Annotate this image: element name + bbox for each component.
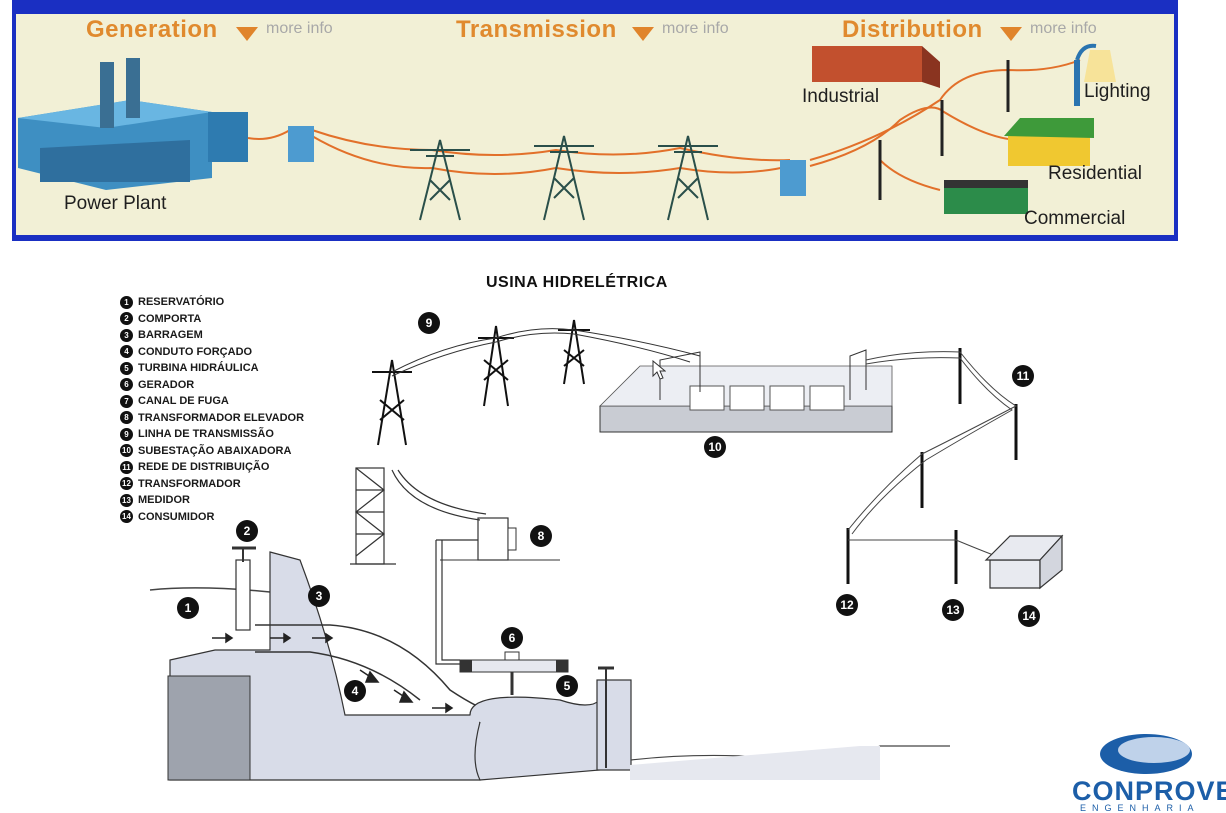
step-up-transformer: [435, 517, 560, 665]
hydro-plant-illustration: [149, 319, 1064, 781]
banner-illustration: [18, 43, 1116, 221]
house-icon: [1004, 118, 1094, 166]
marker-14: 14: [1018, 605, 1040, 627]
transmission-tower-icon: [410, 139, 470, 221]
conprove-logo-icon: [1100, 734, 1192, 774]
mouse-cursor-icon: [652, 360, 666, 380]
more-info-distribution-link[interactable]: more info: [1030, 20, 1097, 37]
marker-2: 2: [236, 520, 258, 542]
stage-generation: Generation: [86, 16, 218, 43]
marker-12: 12: [836, 594, 858, 616]
step-down-transformer-icon: [780, 160, 806, 196]
marker-9: 9: [418, 312, 440, 334]
street-light-icon: [1074, 43, 1116, 106]
gantry-tower: [350, 467, 487, 565]
transmission-tower-icon: [372, 359, 412, 446]
marker-6: 6: [501, 627, 523, 649]
label-lighting: Lighting: [1084, 81, 1151, 102]
logo-name: CONPROVE: [1072, 776, 1226, 806]
marker-8: 8: [530, 525, 552, 547]
consumer-house-icon: [984, 534, 1064, 590]
label-power-plant: Power Plant: [64, 193, 167, 214]
label-industrial: Industrial: [802, 86, 880, 107]
marker-4: 4: [344, 680, 366, 702]
step-up-transformer-icon: [288, 126, 314, 162]
marker-11: 11: [1012, 365, 1034, 387]
more-info-generation-link[interactable]: more info: [266, 20, 333, 37]
stage-transmission: Transmission: [456, 16, 617, 43]
dam-structure: [149, 546, 501, 781]
stage-distribution: Distribution: [842, 16, 983, 43]
power-plant-icon: [18, 58, 248, 190]
dropdown-arrow-icon[interactable]: [1000, 27, 1022, 41]
dropdown-arrow-icon[interactable]: [632, 27, 654, 41]
substation: [599, 349, 893, 433]
industrial-building-icon: [812, 46, 940, 88]
diagram-title: USINA HIDRELÉTRICA: [486, 274, 668, 291]
transmission-tower-icon: [534, 135, 594, 221]
commercial-building-icon: [944, 180, 1028, 214]
tailrace: [596, 666, 950, 780]
marker-5: 5: [556, 675, 578, 697]
marker-10: 10: [704, 436, 726, 458]
dropdown-arrow-icon[interactable]: [236, 27, 258, 41]
logo-subtitle: ENGENHARIA: [1080, 803, 1200, 813]
turbine-generator: [459, 651, 601, 781]
more-info-transmission-link[interactable]: more info: [662, 20, 729, 37]
marker-3: 3: [308, 585, 330, 607]
marker-13: 13: [942, 599, 964, 621]
transmission-tower-icon: [658, 135, 718, 221]
label-commercial: Commercial: [1024, 208, 1126, 229]
marker-1: 1: [177, 597, 199, 619]
label-residential: Residential: [1048, 163, 1142, 184]
